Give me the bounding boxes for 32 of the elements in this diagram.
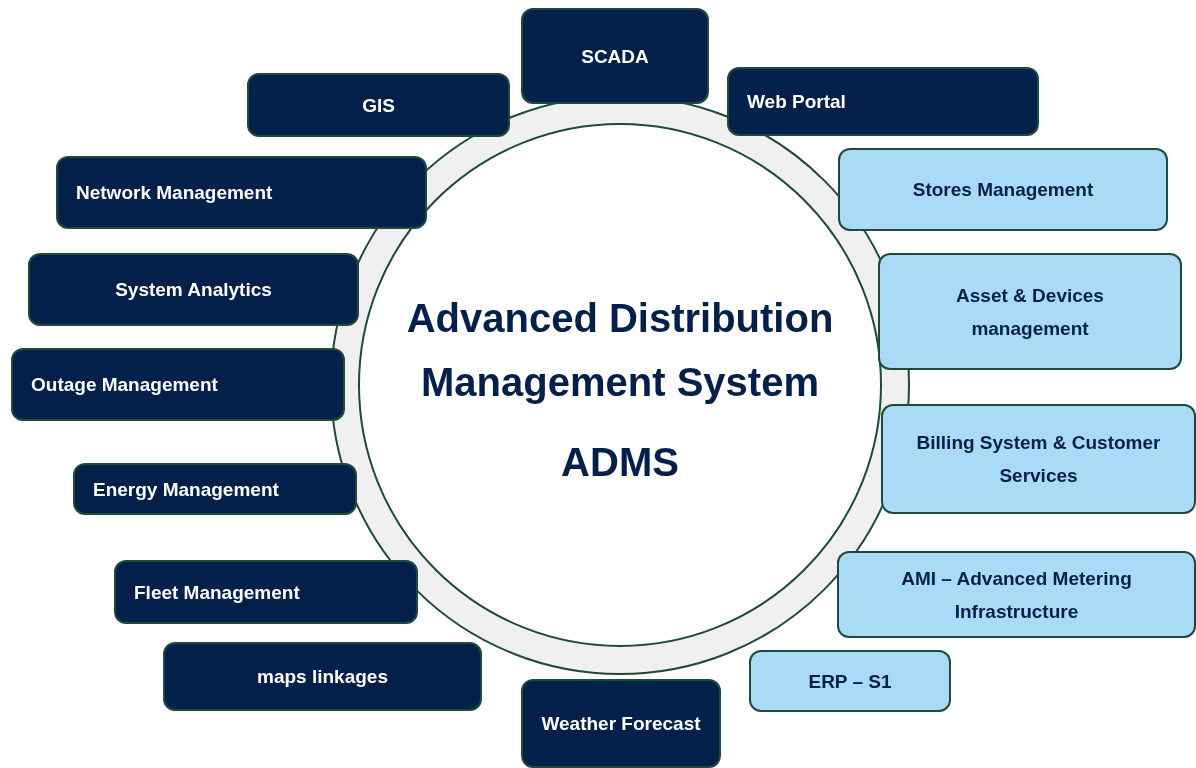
center-label: Advanced Distribution Management System [405, 294, 835, 406]
module-box [11, 348, 345, 421]
module-label: Energy Management [93, 477, 279, 502]
module-box [521, 8, 709, 104]
module-label: AMI – Advanced Metering Infrastructure [900, 566, 1133, 624]
module-box [114, 560, 418, 624]
acronym-text: ADMS [561, 439, 679, 485]
module-box [837, 551, 1196, 638]
module-label: maps linkages [257, 665, 388, 689]
module-label: Web Portal [747, 90, 846, 114]
module-label: Asset & Devices management [955, 283, 1105, 341]
module-box [73, 463, 357, 515]
module-label: GIS [362, 93, 395, 118]
module-box [881, 404, 1196, 514]
module-box [28, 253, 359, 326]
module-box [878, 253, 1182, 370]
module-label: System Analytics [115, 278, 272, 302]
module-label: SCADA [581, 44, 649, 69]
module-box [727, 67, 1039, 136]
module-label: Billing System & Customer Services [915, 431, 1162, 488]
module-box [521, 679, 721, 768]
module-label: Outage Management [31, 373, 218, 397]
module-label: Network Management [76, 181, 273, 205]
module-box [163, 642, 482, 711]
module-box [838, 148, 1168, 231]
module-label: Fleet Management [134, 580, 300, 605]
module-label: Weather Forecast [541, 712, 701, 736]
module-box [749, 650, 951, 712]
module-box [247, 73, 510, 137]
module-label: ERP – S1 [808, 669, 892, 694]
module-label: Stores Management [912, 178, 1094, 202]
module-box [56, 156, 427, 229]
